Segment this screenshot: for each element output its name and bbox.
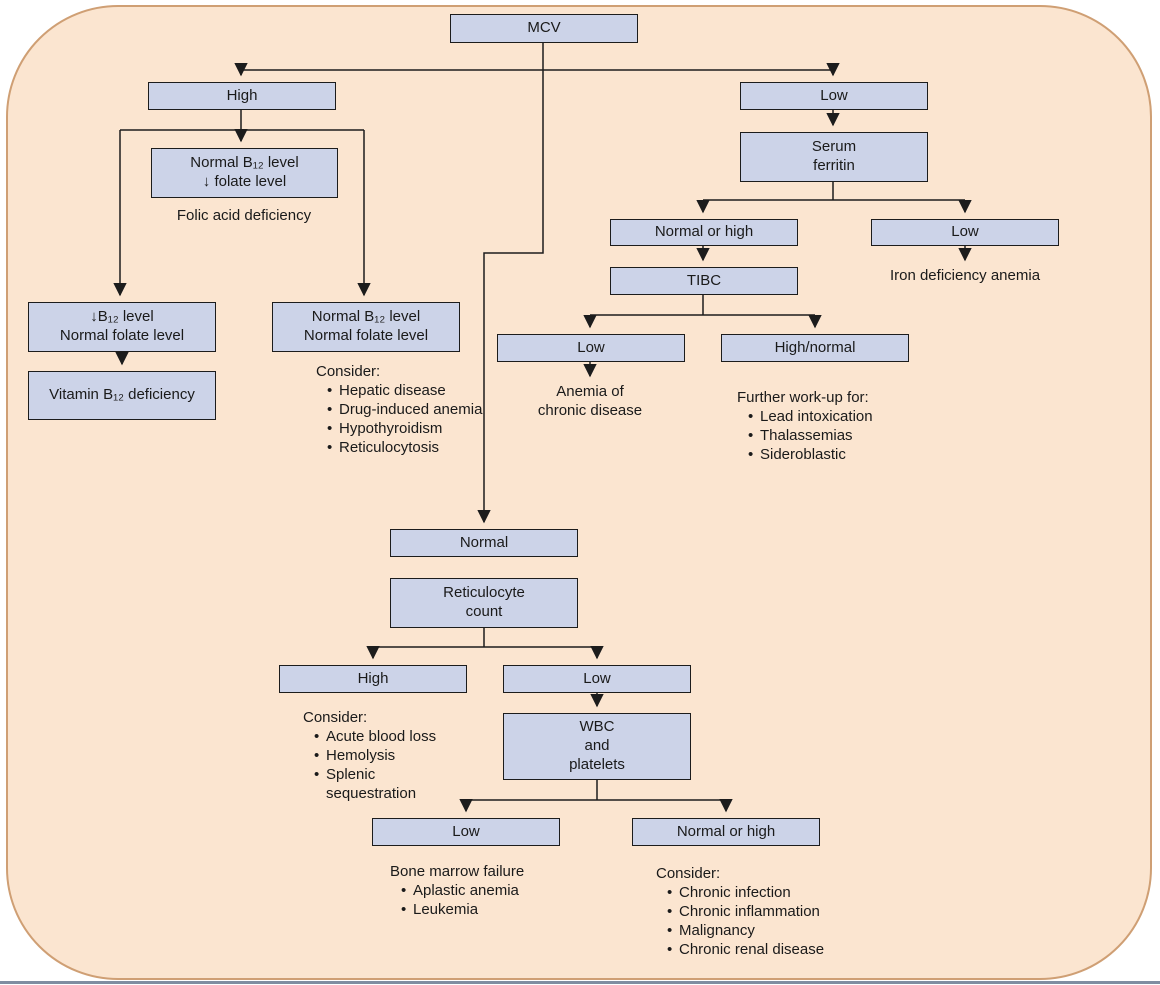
note-bone-marrow-failure-heading: Bone marrow failure <box>390 863 525 880</box>
node-reticulocyte-count-label: Reticulocyte count <box>443 584 525 620</box>
node-ferritin-normal-or-high: Normal or high <box>610 219 798 246</box>
label-iron-deficiency-anemia: Iron deficiency anemia <box>889 267 1041 284</box>
node-serum-ferritin-label: Serum ferritin <box>811 138 857 174</box>
node-mcv-label: MCV <box>527 19 561 37</box>
node-wbc-and-platelets-label: WBC and platelets <box>569 718 625 773</box>
note-further-workup-heading: Further work-up for: <box>737 389 869 406</box>
node-tibc-label: TIBC <box>686 271 722 289</box>
list-item: Leukemia <box>399 900 570 919</box>
note-further-workup: Further work-up for: Lead intoxication T… <box>737 388 927 464</box>
node-retic-low-label: Low <box>583 669 611 687</box>
label-anemia-of-chronic-disease: Anemia of chronic disease <box>537 383 643 419</box>
note-consider-b12-heading: Consider: <box>316 363 381 380</box>
node-wbc-low-label: Low <box>452 822 480 840</box>
node-high-mcv: High <box>148 82 336 110</box>
list-item: Lead intoxication <box>746 407 927 426</box>
note-consider-retic-high-heading: Consider: <box>303 709 368 726</box>
node-vitamin-b12-deficiency: Vitamin B₁₂ deficiency <box>28 371 216 420</box>
node-mcv: MCV <box>450 14 638 43</box>
list-item: Thalassemias <box>746 426 927 445</box>
node-wbc-low: Low <box>372 818 560 846</box>
list-item: Splenic sequestration <box>312 765 437 803</box>
note-bone-marrow-failure-list: Aplastic anemia Leukemia <box>390 881 570 919</box>
list-item: Sideroblastic <box>746 445 927 464</box>
note-bone-marrow-failure: Bone marrow failure Aplastic anemia Leuk… <box>390 862 570 919</box>
node-normal-mcv: Normal <box>390 529 578 557</box>
node-low-b12-normal-folate-label: ↓B₁₂ level Normal folate level <box>59 308 185 344</box>
bottom-rule <box>0 981 1160 984</box>
note-further-workup-list: Lead intoxication Thalassemias Siderobla… <box>737 407 927 464</box>
node-wbc-and-platelets: WBC and platelets <box>503 713 691 780</box>
note-consider-wbc-normal-high-list: Chronic infection Chronic inflammation M… <box>656 883 856 959</box>
node-ferritin-low: Low <box>871 219 1059 246</box>
node-reticulocyte-count: Reticulocyte count <box>390 578 578 628</box>
list-item: Chronic inflammation <box>665 902 856 921</box>
note-consider-b12: Consider: Hepatic disease Drug-induced a… <box>316 362 498 457</box>
node-low-mcv-label: Low <box>820 86 848 104</box>
list-item: Chronic renal disease <box>665 940 856 959</box>
node-tibc-low-label: Low <box>577 338 605 356</box>
node-serum-ferritin: Serum ferritin <box>740 132 928 182</box>
note-consider-wbc-normal-high: Consider: Chronic infection Chronic infl… <box>656 864 856 959</box>
list-item: Malignancy <box>665 921 856 940</box>
node-retic-high-label: High <box>357 669 389 687</box>
node-normal-mcv-label: Normal <box>459 533 509 551</box>
node-normal-b12-low-folate: Normal B₁₂ level ↓ folate level <box>151 148 338 198</box>
node-retic-low: Low <box>503 665 691 693</box>
node-ferritin-normal-or-high-label: Normal or high <box>654 223 754 241</box>
node-retic-high: High <box>279 665 467 693</box>
node-wbc-normal-or-high: Normal or high <box>632 818 820 846</box>
node-low-mcv: Low <box>740 82 928 110</box>
node-tibc-low: Low <box>497 334 685 362</box>
note-consider-retic-high-list: Acute blood loss Hemolysis Splenic seque… <box>303 727 437 803</box>
node-tibc: TIBC <box>610 267 798 295</box>
list-item: Hemolysis <box>312 746 437 765</box>
note-consider-retic-high: Consider: Acute blood loss Hemolysis Spl… <box>303 708 437 803</box>
node-ferritin-low-label: Low <box>951 223 979 241</box>
node-vitamin-b12-deficiency-label: Vitamin B₁₂ deficiency <box>49 386 195 404</box>
list-item: Drug-induced anemia <box>325 400 498 419</box>
node-tibc-high-normal-label: High/normal <box>774 338 856 356</box>
list-item: Hepatic disease <box>325 381 498 400</box>
node-tibc-high-normal: High/normal <box>721 334 909 362</box>
note-consider-wbc-normal-high-heading: Consider: <box>656 865 721 882</box>
node-normal-b12-low-folate-label: Normal B₁₂ level ↓ folate level <box>190 154 299 190</box>
list-item: Reticulocytosis <box>325 438 498 457</box>
list-item: Chronic infection <box>665 883 856 902</box>
node-normal-b12-normal-folate: Normal B₁₂ level Normal folate level <box>272 302 460 352</box>
note-consider-b12-list: Hepatic disease Drug-induced anemia Hypo… <box>316 381 498 457</box>
node-low-b12-normal-folate: ↓B₁₂ level Normal folate level <box>28 302 216 352</box>
list-item: Aplastic anemia <box>399 881 570 900</box>
list-item: Hypothyroidism <box>325 419 498 438</box>
node-normal-b12-normal-folate-label: Normal B₁₂ level Normal folate level <box>303 308 429 344</box>
node-high-mcv-label: High <box>226 86 258 104</box>
list-item: Acute blood loss <box>312 727 437 746</box>
label-folic-acid-deficiency: Folic acid deficiency <box>176 207 312 224</box>
node-wbc-normal-or-high-label: Normal or high <box>676 822 776 840</box>
